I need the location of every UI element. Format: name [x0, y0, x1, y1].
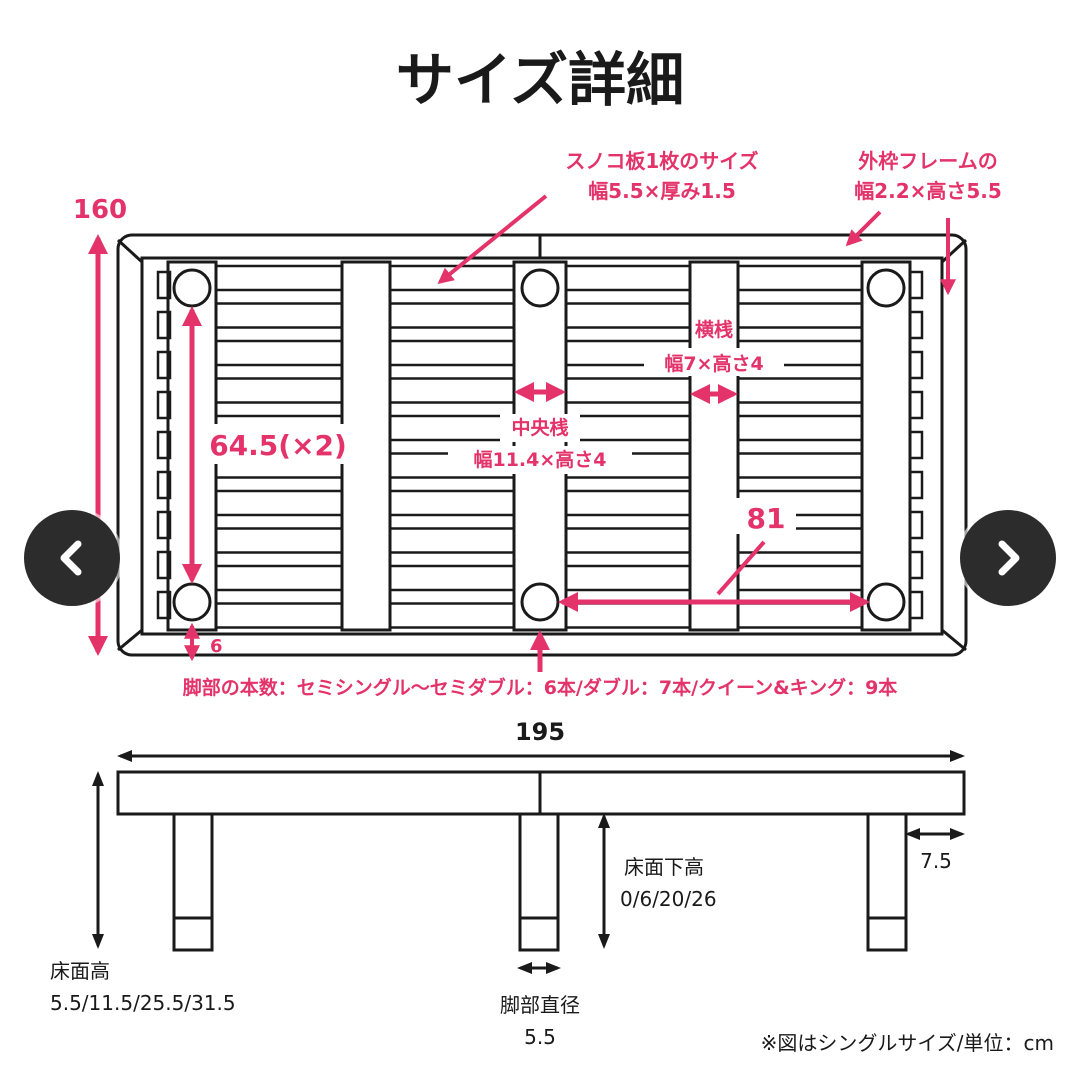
slat-board: [736, 264, 864, 292]
slat-board: [214, 564, 344, 592]
slat-board: [388, 339, 516, 367]
slat-board: [388, 264, 516, 292]
frame-corner: [117, 628, 143, 652]
slat-board: [736, 602, 864, 629]
leg-center: [518, 812, 560, 920]
leg-circle: [520, 582, 560, 622]
slat-board: [388, 302, 516, 329]
chevron-left-icon: [60, 540, 82, 576]
dim-195-label: 195: [515, 718, 565, 746]
footnote: ※図はシングルサイズ/単位：cm: [761, 1031, 1054, 1055]
slat-board: [736, 414, 864, 442]
leg-diameter-value: 5.5: [524, 1025, 556, 1049]
dim-81-label: 81: [747, 502, 786, 535]
slat-board: [214, 302, 344, 329]
frame-corner: [116, 238, 144, 264]
slat-board: [388, 602, 516, 629]
frame-title: 外枠フレームの: [858, 149, 997, 173]
slat-size-title: スノコ板1枚のサイズ: [565, 149, 758, 173]
center-beam-title-bg: [500, 414, 580, 442]
cross-beam: [688, 260, 740, 632]
slat-board: [388, 564, 516, 592]
floor-height-values: 5.5/11.5/25.5/31.5: [50, 991, 236, 1015]
annotations: 160 スノコ板1枚のサイズ 幅5.5×厚み1.5 外枠フレームの 幅2.2×高…: [73, 149, 1002, 699]
leg-circle: [520, 268, 560, 308]
leg-left-foot: [172, 916, 214, 952]
leg-width-label: 7.5: [920, 849, 952, 873]
slat-board: [736, 302, 864, 329]
slat-board: [388, 527, 516, 554]
slat-board: [214, 377, 344, 404]
leg-right: [866, 812, 908, 920]
leg-circle: [172, 268, 212, 308]
slat-board: [214, 602, 344, 629]
slat-board: [214, 339, 344, 367]
slat-board: [736, 377, 864, 404]
frame-corner: [941, 628, 967, 652]
frame-corner: [940, 238, 968, 264]
dim-645-bg: [200, 424, 352, 464]
slat-board: [214, 489, 344, 517]
slat-board: [388, 377, 516, 404]
side-rail-left: [156, 270, 172, 620]
right-beam: [860, 260, 912, 632]
slat-board: [564, 527, 692, 554]
slat-board: [388, 489, 516, 517]
frame-pointer-arrow: [845, 210, 882, 247]
slat-board: [564, 414, 692, 442]
leg-count-note: 脚部の本数：セミシングル〜セミダブル：6本/ダブル：7本/クイーン&キング：9本: [183, 676, 898, 699]
leg-circle: [866, 582, 906, 622]
underfloor-values: 0/6/20/26: [620, 887, 717, 911]
dim-81-bg: [736, 498, 796, 534]
center-beam-dims-bg: [448, 446, 632, 474]
leg-left: [172, 812, 214, 920]
slat-board: [564, 302, 692, 329]
slat-pointer-arrow: [437, 194, 548, 285]
underfloor-title: 床面下高: [624, 855, 704, 879]
leg-circle: [172, 582, 212, 622]
slat-board: [564, 264, 692, 292]
slat-board: [388, 414, 516, 442]
leg-right-foot: [866, 916, 908, 952]
slat-board: [564, 602, 692, 629]
slat-board: [214, 264, 344, 292]
dim-81-leader: [716, 540, 766, 596]
cross-beam-title: 横桟: [695, 318, 733, 341]
floor-height-title: 床面高: [50, 959, 110, 983]
page-title: サイズ詳細: [396, 46, 684, 114]
side-rail-right: [908, 270, 924, 620]
bed-side-view: 195 床面高 5.5/11.5/25.5/31.5 床面下高 0/6/20/2…: [50, 718, 1054, 1055]
leg-center-foot: [518, 916, 560, 952]
cross-beam-bg: [644, 348, 784, 376]
next-image-button[interactable]: [960, 510, 1056, 606]
chevron-right-icon: [998, 540, 1020, 576]
slat-board: [214, 527, 344, 554]
slat-board: [564, 377, 692, 404]
dim-645-label: 64.5(×2): [209, 429, 347, 462]
dim-6-label: 6: [210, 636, 223, 657]
leg-diameter-title: 脚部直径: [500, 993, 580, 1017]
cross-beam-dims: 幅7×高さ4: [664, 352, 763, 375]
center-beam-dims: 幅11.4×高さ4: [473, 448, 606, 471]
center-beam-title: 中央桟: [511, 416, 568, 439]
dim-160-label: 160: [73, 195, 127, 225]
slat-board: [736, 564, 864, 592]
leg-circle: [866, 268, 906, 308]
slat-size-dims: 幅5.5×厚み1.5: [588, 179, 736, 203]
frame-dims: 幅2.2×高さ5.5: [854, 179, 1002, 203]
prev-image-button[interactable]: [24, 510, 120, 606]
slat-board: [564, 489, 692, 517]
slat-board: [736, 527, 864, 554]
slat-board: [564, 564, 692, 592]
slat-board: [736, 452, 864, 479]
